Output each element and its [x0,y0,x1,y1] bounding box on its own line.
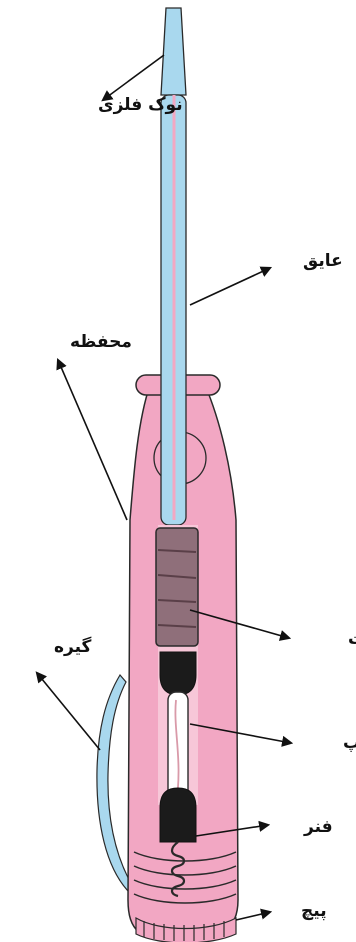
label-metal-tip: نوک فلزی [98,95,183,115]
lamp-bottom-cap [160,788,196,842]
pointer-casing [58,360,127,520]
label-clip: گیره [54,636,92,657]
metal-tip [161,8,186,95]
lamp-top-cap [160,652,196,695]
pointer-insulator [190,268,270,305]
pointer-clip [37,673,100,750]
pointer-screw [236,912,270,920]
resistor [156,528,198,646]
label-insulator: عایق [303,251,343,271]
label-lamp: لامپ [343,733,356,753]
label-casing: محفظه [70,332,132,352]
label-spring: فنر [303,817,333,837]
pointer-metal-tip [103,55,164,100]
label-resistor: مقاومت [348,629,356,649]
label-screw: پیچ [301,901,327,921]
